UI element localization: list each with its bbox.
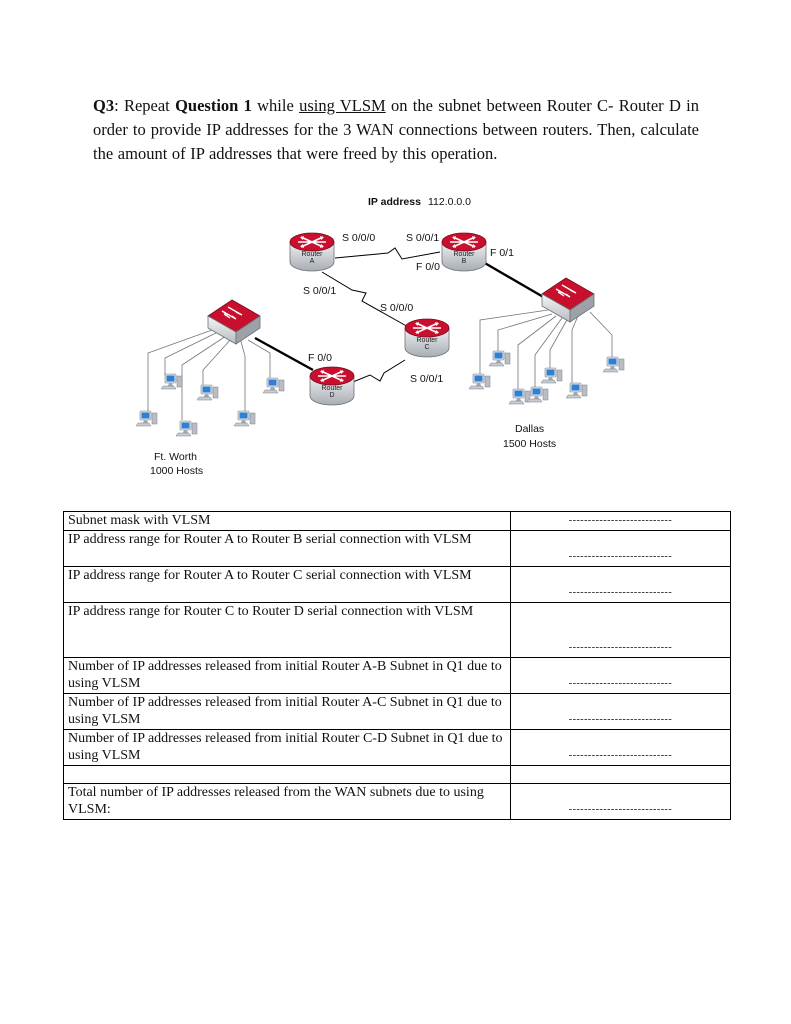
host-icon: [262, 377, 285, 394]
host-icon: [602, 356, 625, 373]
row-label: Total number of IP addresses released fr…: [63, 783, 511, 820]
lan-ftworth-wiring: [147, 329, 271, 420]
site-dallas-name: Dallas: [515, 423, 544, 435]
row-label: Number of IP addresses released from ini…: [63, 729, 511, 766]
table-row: Number of IP addresses released from ini…: [63, 729, 731, 766]
question-mid: while: [251, 96, 300, 115]
label-a-s001: S 0/0/1: [303, 285, 336, 297]
table-row: IP address range for Router A to Router …: [63, 530, 731, 567]
label-b-f01: F 0/1: [490, 247, 514, 259]
router-a: Router A: [289, 232, 335, 272]
host-icon: [488, 350, 511, 367]
answer-blank[interactable]: ---------------------------: [510, 657, 731, 694]
question-ref: Question 1: [175, 96, 252, 115]
host-icon: [175, 420, 198, 437]
router-a-letter: A: [310, 258, 315, 265]
network-diagram: IP address 112.0.0.0 Router A Router B: [0, 180, 791, 500]
question-underlined: using VLSM: [299, 96, 386, 115]
host-icon: [540, 367, 563, 384]
router-b-name: Router: [453, 251, 475, 258]
router-c: Router C: [404, 318, 450, 358]
host-icon: [508, 388, 531, 405]
router-d-letter: D: [329, 392, 334, 399]
answer-blank[interactable]: ---------------------------: [510, 783, 731, 820]
site-ftworth-hosts: 1000 Hosts: [150, 465, 203, 477]
router-d-name: Router: [321, 385, 343, 392]
host-icon: [196, 384, 219, 401]
table-row: IP address range for Router A to Router …: [63, 566, 731, 603]
answer-blank[interactable]: ---------------------------: [510, 729, 731, 766]
table-row: Subnet mask with VLSM ------------------…: [63, 511, 731, 531]
table-row: [63, 765, 731, 784]
site-dallas-hosts: 1500 Hosts: [503, 438, 556, 450]
question-number: Q3: [93, 96, 115, 115]
table-row: IP address range for Router C to Router …: [63, 602, 731, 658]
label-d-f00: F 0/0: [308, 352, 332, 364]
row-label: IP address range for Router A to Router …: [63, 566, 511, 603]
link-b-switch: [482, 260, 546, 300]
ip-address-value: 112.0.0.0: [428, 196, 471, 208]
ip-address-label: IP address: [368, 196, 421, 208]
table-row: Number of IP addresses released from ini…: [63, 693, 731, 730]
site-ftworth-name: Ft. Worth: [154, 451, 197, 463]
table-row: Total number of IP addresses released fr…: [63, 783, 731, 820]
question-text: Q3: Repeat Question 1 while using VLSM o…: [93, 94, 699, 166]
link-a-b: [334, 247, 441, 260]
question-rest: on the subnet between Router C- Router D…: [93, 96, 699, 163]
host-icon: [135, 410, 158, 427]
label-c-s000: S 0/0/0: [380, 302, 413, 314]
row-label: IP address range for Router A to Router …: [63, 530, 511, 567]
row-label: IP address range for Router C to Router …: [63, 602, 511, 658]
row-label: Subnet mask with VLSM: [63, 511, 511, 531]
link-c-d: [352, 359, 406, 383]
host-icon: [468, 373, 491, 390]
lan-dallas-wiring: [479, 309, 613, 390]
router-b-letter: B: [462, 258, 467, 265]
host-icon: [565, 382, 588, 399]
question-intro: : Repeat: [114, 96, 176, 115]
answer-blank[interactable]: ---------------------------: [510, 566, 731, 603]
router-c-letter: C: [424, 344, 429, 351]
router-a-name: Router: [301, 251, 323, 258]
row-label: Number of IP addresses released from ini…: [63, 693, 511, 730]
row-label: Number of IP addresses released from ini…: [63, 657, 511, 694]
host-icon: [160, 373, 183, 390]
router-d: Router D: [309, 366, 355, 406]
label-b-f00: F 0/0: [416, 261, 440, 273]
link-a-c: [321, 271, 411, 329]
answer-table: Subnet mask with VLSM ------------------…: [63, 511, 731, 820]
answer-blank[interactable]: ---------------------------: [510, 511, 731, 531]
switch-ftworth: [207, 299, 261, 345]
label-a-s000: S 0/0/0: [342, 232, 375, 244]
answer-blank[interactable]: ---------------------------: [510, 693, 731, 730]
answer-empty[interactable]: [510, 765, 731, 784]
label-c-s001: S 0/0/1: [410, 373, 443, 385]
answer-blank[interactable]: ---------------------------: [510, 602, 731, 658]
router-c-name: Router: [416, 337, 438, 344]
table-row: Number of IP addresses released from ini…: [63, 657, 731, 694]
host-icon: [233, 410, 256, 427]
link-d-switch: [254, 336, 314, 372]
switch-dallas: [541, 277, 595, 323]
row-label: [63, 765, 511, 784]
router-b: Router B: [441, 232, 487, 272]
label-b-s001: S 0/0/1: [406, 232, 439, 244]
answer-blank[interactable]: ---------------------------: [510, 530, 731, 567]
